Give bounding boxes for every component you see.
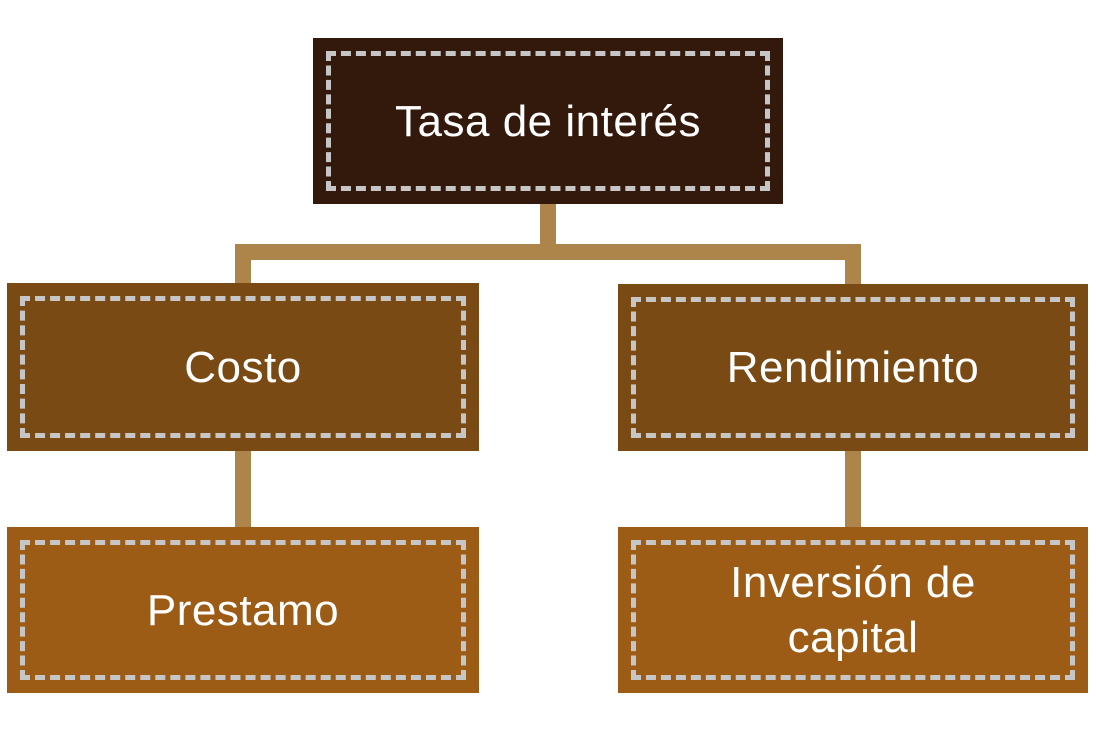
- node-label: Prestamo: [146, 585, 340, 635]
- node-inversion-de-capital: Inversión de capital: [618, 527, 1088, 693]
- connector-drop-to-rendimiento: [845, 244, 861, 284]
- node-label: Inversión de capital: [730, 558, 976, 662]
- connector-horizontal-bar: [235, 244, 861, 260]
- node-label: Costo: [184, 342, 302, 392]
- connector-drop-to-costo: [235, 244, 251, 284]
- connector-rendimiento-inversion: [845, 450, 861, 528]
- node-tasa-de-interes: Tasa de interés: [313, 38, 783, 204]
- connector-costo-prestamo: [235, 450, 251, 528]
- node-label: Rendimiento: [726, 343, 980, 392]
- node-prestamo: Prestamo: [7, 527, 479, 693]
- node-costo: Costo: [7, 283, 479, 451]
- node-label: Tasa de interés: [395, 96, 701, 146]
- node-rendimiento: Rendimiento: [618, 284, 1088, 451]
